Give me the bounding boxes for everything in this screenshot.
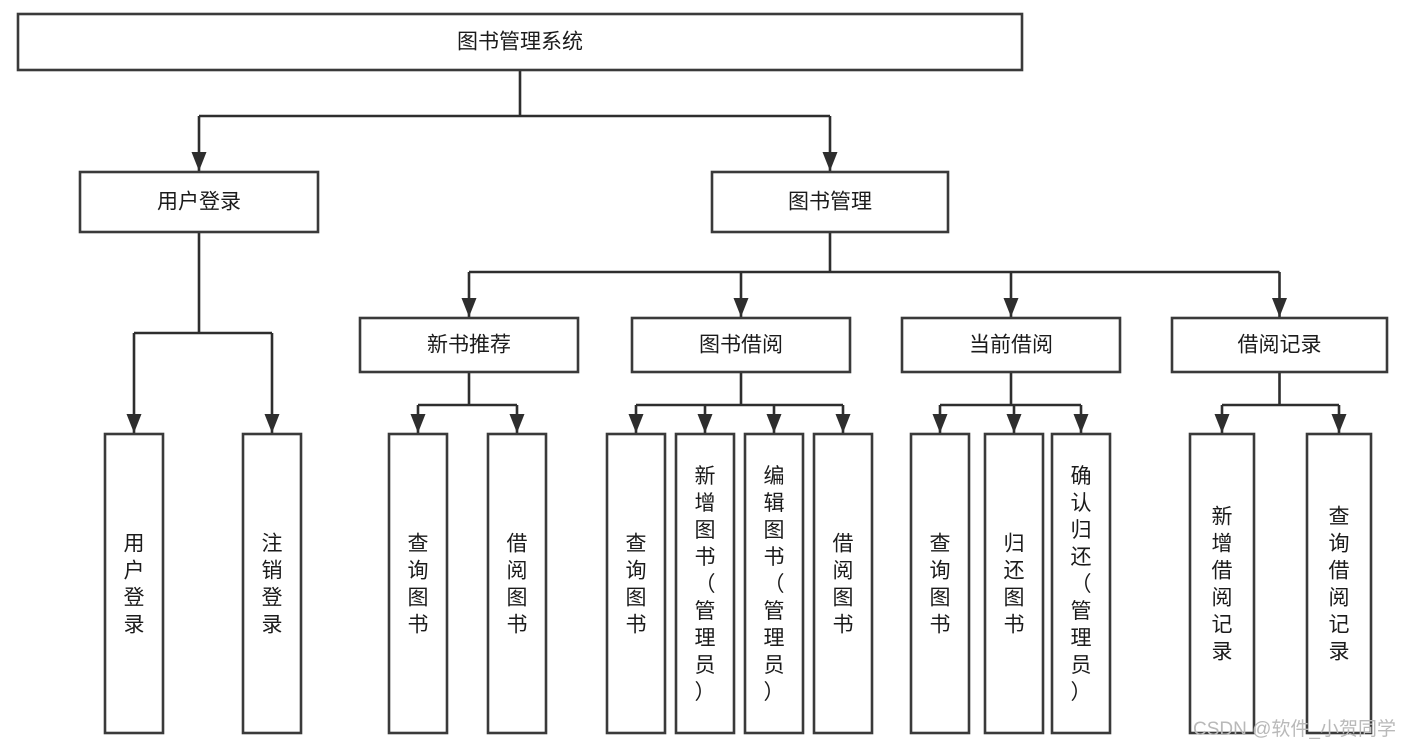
node-box-add-book-admin[interactable] [674,432,736,735]
arrow-head-icon [1331,414,1347,433]
node-box-borrow-book-1[interactable] [486,432,548,735]
node-box-query-book-1[interactable] [387,432,449,735]
node-book-manage[interactable]: 图书管理 [710,170,950,234]
arrow-head-icon [932,414,948,433]
node-label-current-borrow: 当前借阅 [969,334,1053,357]
node-label-confirm-return-admin: 确认归还（管理员） [1071,465,1092,704]
connector-layer [126,70,1347,433]
node-borrow-book-2[interactable]: 借阅图书 [812,432,874,735]
node-label-query-book-2: 查询图书 [626,533,647,637]
node-label-query-book-3: 查询图书 [930,533,951,637]
node-box-user-logout[interactable] [241,432,303,735]
arrow-head-icon [733,298,749,317]
node-box-confirm-return-admin[interactable] [1050,432,1112,735]
arrow-head-icon [191,152,207,171]
node-label-borrow-record: 借阅记录 [1238,334,1322,357]
node-label-root: 图书管理系统 [457,31,583,54]
node-add-book-admin[interactable]: 新增图书（管理员） [674,432,736,735]
node-label-user-login-do: 用户登录 [124,533,145,637]
node-confirm-return-admin[interactable]: 确认归还（管理员） [1050,432,1112,735]
node-box-query-book-2[interactable] [605,432,667,735]
node-label-borrow-book-1: 借阅图书 [507,533,528,637]
node-user-login-do[interactable]: 用户登录 [103,432,165,735]
arrow-head-icon [628,414,644,433]
arrow-head-icon [1003,298,1019,317]
node-borrow-book-1[interactable]: 借阅图书 [486,432,548,735]
node-label-return-book: 归还图书 [1004,533,1025,637]
node-box-book-manage[interactable] [710,170,950,234]
arrow-head-icon [766,414,782,433]
node-label-query-book-1: 查询图书 [408,533,429,637]
node-box-user-login-do[interactable] [103,432,165,735]
node-box-current-borrow[interactable] [900,316,1122,374]
node-query-book-2[interactable]: 查询图书 [605,432,667,735]
node-query-borrow-record[interactable]: 查询借阅记录 [1305,432,1373,735]
node-label-book-borrow: 图书借阅 [699,334,783,357]
node-label-edit-book-admin: 编辑图书（管理员） [764,465,785,704]
arrow-head-icon [1214,414,1230,433]
node-layer: 图书管理系统用户登录图书管理用户登录注销登录新书推荐查询图书借阅图书图书借阅查询… [16,12,1389,735]
arrow-head-icon [697,414,713,433]
arrow-head-icon [461,298,477,317]
node-edit-book-admin[interactable]: 编辑图书（管理员） [743,432,805,735]
node-label-new-book-recommend: 新书推荐 [427,334,511,357]
node-label-add-book-admin: 新增图书（管理员） [695,465,716,704]
node-label-add-borrow-record: 新增借阅记录 [1212,506,1233,664]
node-root[interactable]: 图书管理系统 [16,12,1024,72]
node-user-login[interactable]: 用户登录 [78,170,320,234]
node-new-book-recommend[interactable]: 新书推荐 [358,316,580,374]
arrow-head-icon [410,414,426,433]
node-box-user-login[interactable] [78,170,320,234]
node-box-borrow-record[interactable] [1170,316,1389,374]
node-current-borrow[interactable]: 当前借阅 [900,316,1122,374]
node-label-user-login: 用户登录 [157,191,241,214]
node-label-query-borrow-record: 查询借阅记录 [1329,506,1350,664]
node-label-book-manage: 图书管理 [788,191,872,214]
node-user-logout[interactable]: 注销登录 [241,432,303,735]
node-label-user-logout: 注销登录 [262,533,283,637]
node-box-return-book[interactable] [983,432,1045,735]
node-box-borrow-book-2[interactable] [812,432,874,735]
node-book-borrow[interactable]: 图书借阅 [630,316,852,374]
node-box-book-borrow[interactable] [630,316,852,374]
csdn-watermark: CSDN @软件_小贺同学 [1193,718,1396,740]
node-box-edit-book-admin[interactable] [743,432,805,735]
arrow-head-icon [822,152,838,171]
node-return-book[interactable]: 归还图书 [983,432,1045,735]
node-label-borrow-book-2: 借阅图书 [833,533,854,637]
arrow-head-icon [264,414,280,433]
arrow-head-icon [835,414,851,433]
node-box-root[interactable] [16,12,1024,72]
node-box-add-borrow-record[interactable] [1188,432,1256,735]
node-query-book-3[interactable]: 查询图书 [909,432,971,735]
arrow-head-icon [126,414,142,433]
node-box-query-borrow-record[interactable] [1305,432,1373,735]
node-box-query-book-3[interactable] [909,432,971,735]
arrow-head-icon [1272,298,1287,317]
node-box-new-book-recommend[interactable] [358,316,580,374]
node-borrow-record[interactable]: 借阅记录 [1170,316,1389,374]
arrow-head-icon [1073,414,1089,433]
arrow-head-icon [509,414,525,433]
arrow-head-icon [1006,414,1022,433]
node-add-borrow-record[interactable]: 新增借阅记录 [1188,432,1256,735]
node-query-book-1[interactable]: 查询图书 [387,432,449,735]
